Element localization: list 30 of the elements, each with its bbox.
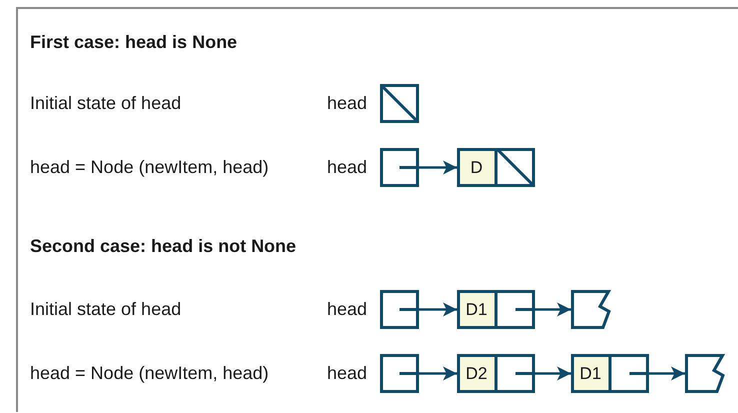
data-value: D1 [464,299,488,321]
step-label: Initial state of head [30,92,182,114]
list-node [457,148,535,187]
section-heading: Second case: head is not None [30,235,296,257]
variable-name: head [327,362,368,384]
data-value: D1 [578,363,602,385]
step-label: head = Node (newItem, head) [30,362,269,384]
data-value: D [469,157,484,179]
data-value: D2 [464,363,488,385]
list-node [457,354,535,393]
arrow [419,366,457,380]
arrow [419,160,457,174]
pointer-cell [380,354,419,393]
list-node [571,354,649,393]
variable-name: head [327,92,368,114]
step-label: Initial state of head [30,298,182,320]
arrow [535,302,571,316]
arrow [419,302,457,316]
section-heading: First case: head is None [30,31,238,53]
variable-name: head [327,298,368,320]
arrow [649,366,685,380]
pointer-cell [380,84,419,123]
list-node-fragment [685,354,724,393]
arrow [535,366,571,380]
step-label: head = Node (newItem, head) [30,156,269,178]
list-node [457,290,535,329]
pointer-cell [380,290,419,329]
list-node-fragment [571,290,610,329]
variable-name: head [327,156,368,178]
pointer-cell [380,148,419,187]
